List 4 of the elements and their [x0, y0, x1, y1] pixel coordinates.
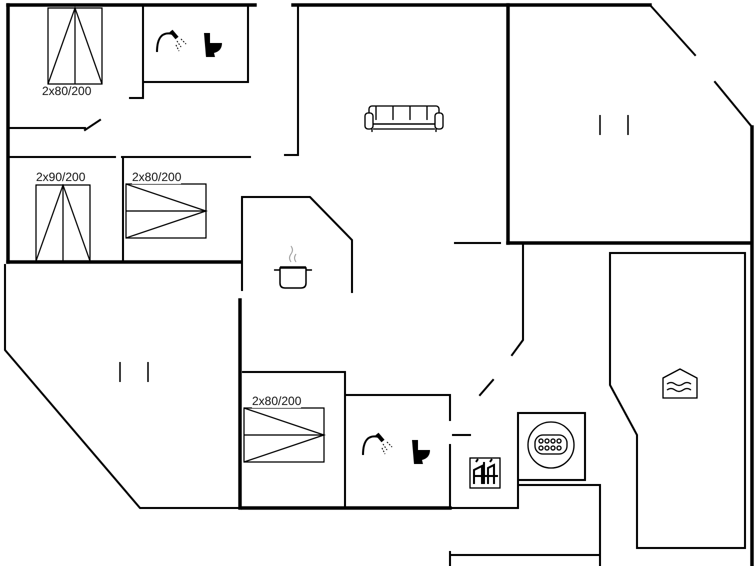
bed-size-label: 2x80/200	[42, 85, 92, 98]
bed-size-label: 2x80/200	[132, 171, 182, 184]
bed-size-label: 2x80/200	[252, 395, 302, 408]
bed-size-label: 2x90/200	[36, 171, 86, 184]
